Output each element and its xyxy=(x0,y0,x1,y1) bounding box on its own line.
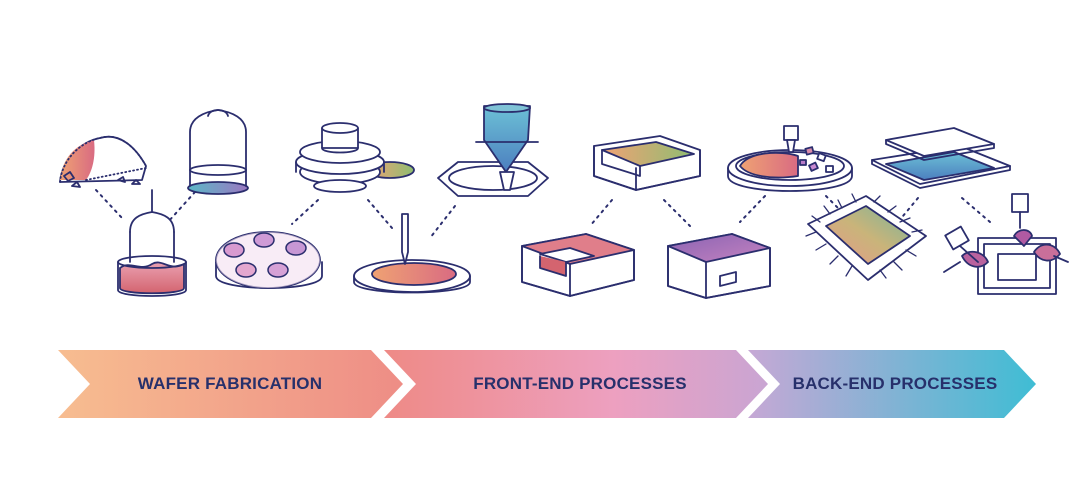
stage-label-wafer-fabrication: WAFER FABRICATION xyxy=(137,374,323,393)
die-bonding-icon xyxy=(805,193,927,281)
wafer-slicer-icon xyxy=(295,122,415,193)
wafer-dies-icon xyxy=(215,231,323,289)
packaging-icon xyxy=(943,193,1069,295)
deposited-layer-icon xyxy=(593,135,701,191)
wire-bonding-icon xyxy=(871,127,1011,189)
stage-label-front-end-processes: FRONT-END PROCESSES xyxy=(473,374,687,393)
doped-layer-icon xyxy=(667,233,771,299)
stage-arrow-front xyxy=(384,350,768,418)
ingot-puller-icon xyxy=(187,109,249,195)
coated-wafer-icon xyxy=(353,213,471,294)
stage-arrow-back xyxy=(748,350,1036,418)
silicon-sand-icon xyxy=(59,135,147,188)
etched-layer-icon xyxy=(521,233,635,297)
photolithography-icon xyxy=(437,103,549,197)
stage-arrow-wafer xyxy=(58,350,403,418)
crucible-icon xyxy=(117,189,187,297)
wafer-dicing-icon xyxy=(727,125,853,192)
stage-label-back-end-processes: BACK-END PROCESSES xyxy=(792,374,998,393)
